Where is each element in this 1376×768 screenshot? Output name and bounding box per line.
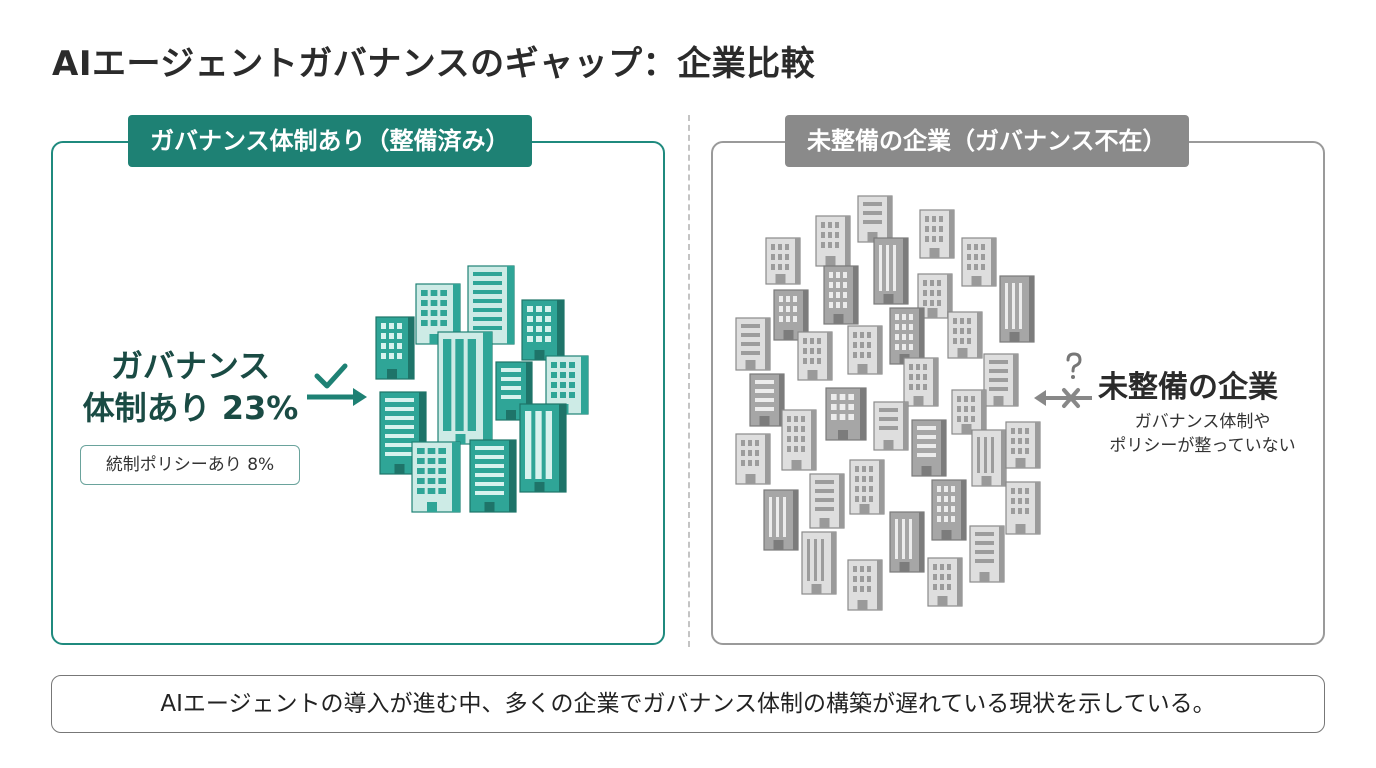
ungoverned-callout-desc: ガバナンス体制や ポリシーが整っていない — [1080, 410, 1325, 458]
building-icon — [903, 357, 939, 407]
building-icon — [411, 441, 461, 513]
cross-icon — [1062, 388, 1080, 408]
building-icon — [931, 479, 967, 541]
building-icon — [889, 511, 925, 573]
building-icon — [375, 316, 415, 380]
building-icon — [809, 473, 845, 529]
building-icon — [917, 273, 953, 319]
building-icon — [849, 459, 885, 515]
building-icon — [467, 265, 515, 345]
building-icon — [999, 275, 1035, 343]
governance-stat-line1: ガバナンス — [110, 347, 271, 385]
building-icon — [969, 525, 1005, 583]
ungoverned-panel: 未整備の企業（ガバナンス不在） — [711, 115, 1325, 645]
arrow-right-icon — [307, 388, 367, 406]
building-icon — [815, 215, 851, 267]
building-icon — [1005, 421, 1041, 469]
governed-panel: ガバナンス体制あり（整備済み） — [51, 115, 665, 645]
building-icon — [823, 265, 859, 325]
check-arrow-group — [307, 363, 367, 406]
blocked-arrow-group — [1034, 352, 1092, 408]
building-icon — [911, 419, 947, 477]
question-mark-icon — [1066, 352, 1082, 379]
governed-building-cluster — [375, 265, 589, 513]
building-icon — [749, 373, 785, 427]
ungoverned-callout-desc-line2: ポリシーが整っていない — [1109, 436, 1296, 456]
governance-stat: ガバナンス 体制あり 23% — [78, 345, 303, 429]
ungoverned-callout-title: 未整備の企業 — [1098, 370, 1278, 405]
building-icon — [765, 237, 801, 285]
building-icon — [781, 409, 817, 471]
governance-stat-line2: 体制あり 23% — [82, 389, 299, 427]
governed-panel-label: ガバナンス体制あり（整備済み） — [128, 115, 532, 167]
building-icon — [919, 209, 955, 259]
building-icon — [521, 299, 565, 361]
building-icon — [927, 557, 963, 607]
building-icon — [825, 387, 867, 441]
page-title: AIエージェントガバナンスのギャップ：企業比較 — [52, 44, 816, 84]
building-icon — [873, 237, 909, 305]
policy-stat-badge: 統制ポリシーあり 8% — [80, 445, 300, 485]
building-icon — [971, 429, 1007, 487]
building-icon — [1005, 481, 1041, 535]
building-icon — [947, 311, 983, 359]
building-icon — [961, 237, 997, 287]
building-icon — [735, 317, 771, 371]
summary-caption: AIエージェントの導入が進む中、多くの企業でガバナンス体制の構築が遅れている現状… — [51, 675, 1325, 733]
building-icon — [983, 353, 1019, 407]
ungoverned-panel-label: 未整備の企業（ガバナンス不在） — [785, 115, 1189, 167]
ungoverned-callout-desc-line1: ガバナンス体制や — [1134, 412, 1271, 432]
check-icon — [314, 363, 348, 389]
building-icon — [735, 433, 771, 485]
building-icon — [437, 331, 493, 445]
building-icon — [857, 195, 893, 243]
building-icon — [469, 439, 517, 513]
building-icon — [889, 307, 925, 365]
panel-divider — [688, 115, 690, 647]
building-icon — [797, 331, 833, 381]
building-icon — [873, 401, 909, 451]
building-icon — [847, 559, 883, 611]
building-icon — [763, 489, 799, 551]
ungoverned-building-cluster — [735, 195, 1041, 611]
building-icon — [801, 531, 837, 595]
arrow-left-icon — [1034, 390, 1092, 406]
building-icon — [951, 389, 987, 435]
building-icon — [519, 403, 567, 493]
building-icon — [847, 325, 883, 375]
